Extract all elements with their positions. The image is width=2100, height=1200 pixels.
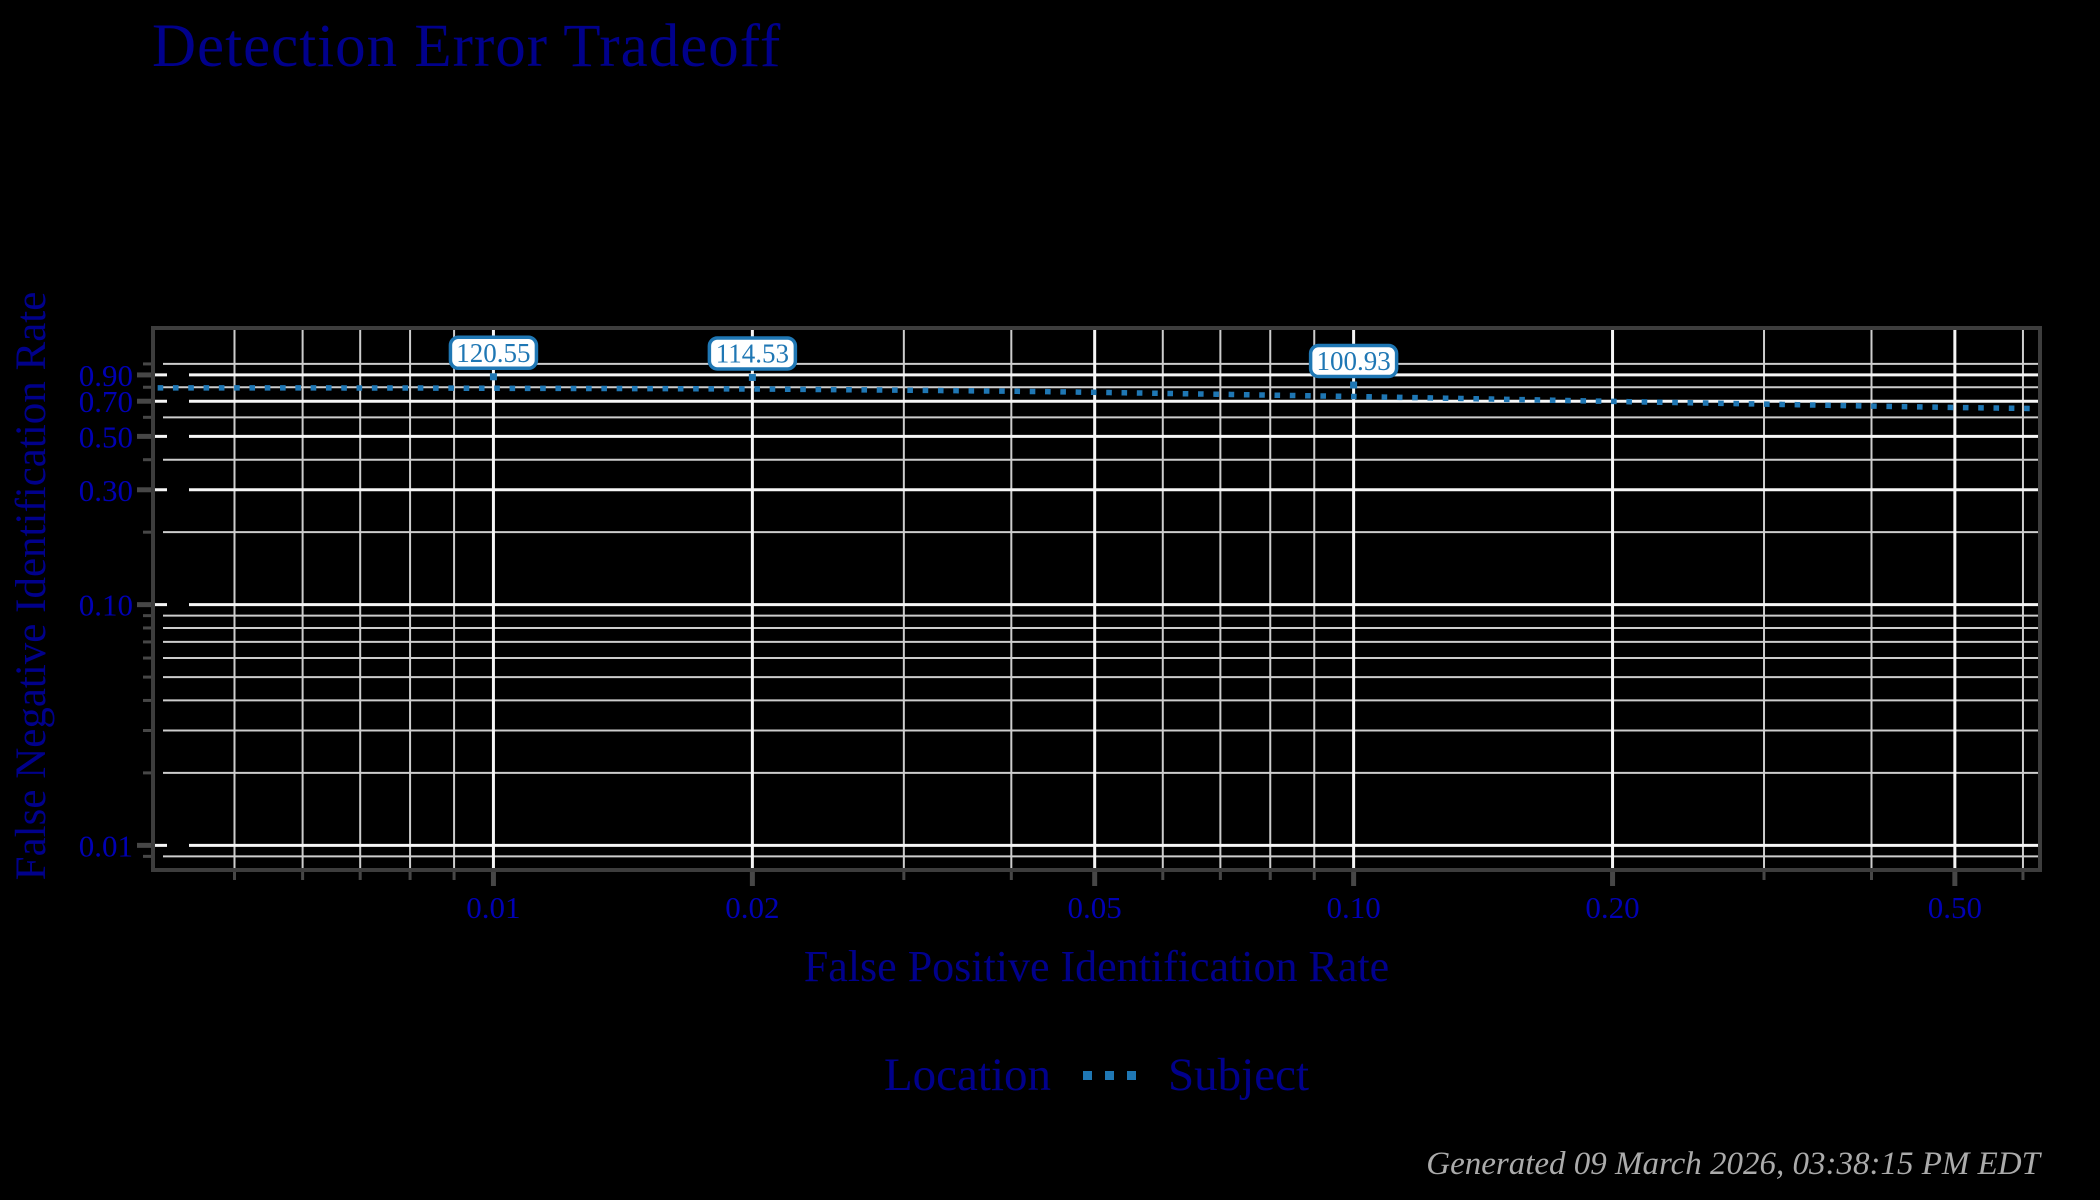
annotation-box xyxy=(448,335,539,371)
annotation-pointer xyxy=(489,373,497,381)
annotation-pointer xyxy=(748,373,756,381)
legend-title: Location xyxy=(883,1049,1052,1101)
legend-dot-icon xyxy=(1127,1070,1137,1080)
axis-ticks xyxy=(137,362,2025,886)
x-tick-label: 0.10 xyxy=(1326,890,1380,925)
x-tick-label: 0.01 xyxy=(466,890,520,925)
legend-dot-icon xyxy=(1083,1070,1093,1080)
y-tick-label: 0.30 xyxy=(79,473,133,508)
footer-timestamp: Generated 09 March 2026, 03:38:15 PM EDT xyxy=(1426,1146,2040,1182)
annotation-value: 114.53 xyxy=(716,338,789,368)
x-axis-label: False Positive Identification Rate xyxy=(803,942,1390,991)
legend-dotted-line-sample xyxy=(1083,1070,1137,1080)
annotation-pointer xyxy=(1350,381,1358,389)
axis-spines xyxy=(151,326,2042,872)
y-tick-label: 0.50 xyxy=(79,419,133,454)
annotation-box xyxy=(1308,343,1399,379)
legend: Location Subject xyxy=(153,1048,2040,1102)
annotation-box xyxy=(707,336,798,371)
x-tick-label: 0.02 xyxy=(725,890,779,925)
det-curve-subject xyxy=(157,385,2043,412)
legend-dot-icon xyxy=(1105,1070,1115,1080)
chart-title: Detection Error Tradeoff xyxy=(152,13,782,80)
y-tick-label: 0.01 xyxy=(79,828,133,863)
y-tick-labels: 0.900.700.50 0.30 0.10 0.01 xyxy=(79,358,133,863)
grid-minor xyxy=(163,328,2040,870)
threshold-annotations: 120.55 114.53 100.93 xyxy=(448,335,1399,389)
x-tick-labels: 0.01 0.02 0.05 0.10 0.20 0.50 xyxy=(466,890,1982,925)
annotation-value: 100.93 xyxy=(1316,346,1390,376)
legend-entry-subject: Subject xyxy=(1168,1049,1310,1101)
x-tick-label: 0.50 xyxy=(1928,890,1982,925)
grid-major xyxy=(153,328,2040,870)
y-tick-label: 0.10 xyxy=(79,588,133,623)
x-tick-label: 0.20 xyxy=(1585,890,1639,925)
annotation-value: 120.55 xyxy=(456,338,530,368)
y-tick-label: 0.90 xyxy=(79,358,133,393)
x-tick-label: 0.05 xyxy=(1068,890,1122,925)
y-tick-label: 0.70 xyxy=(79,384,133,419)
